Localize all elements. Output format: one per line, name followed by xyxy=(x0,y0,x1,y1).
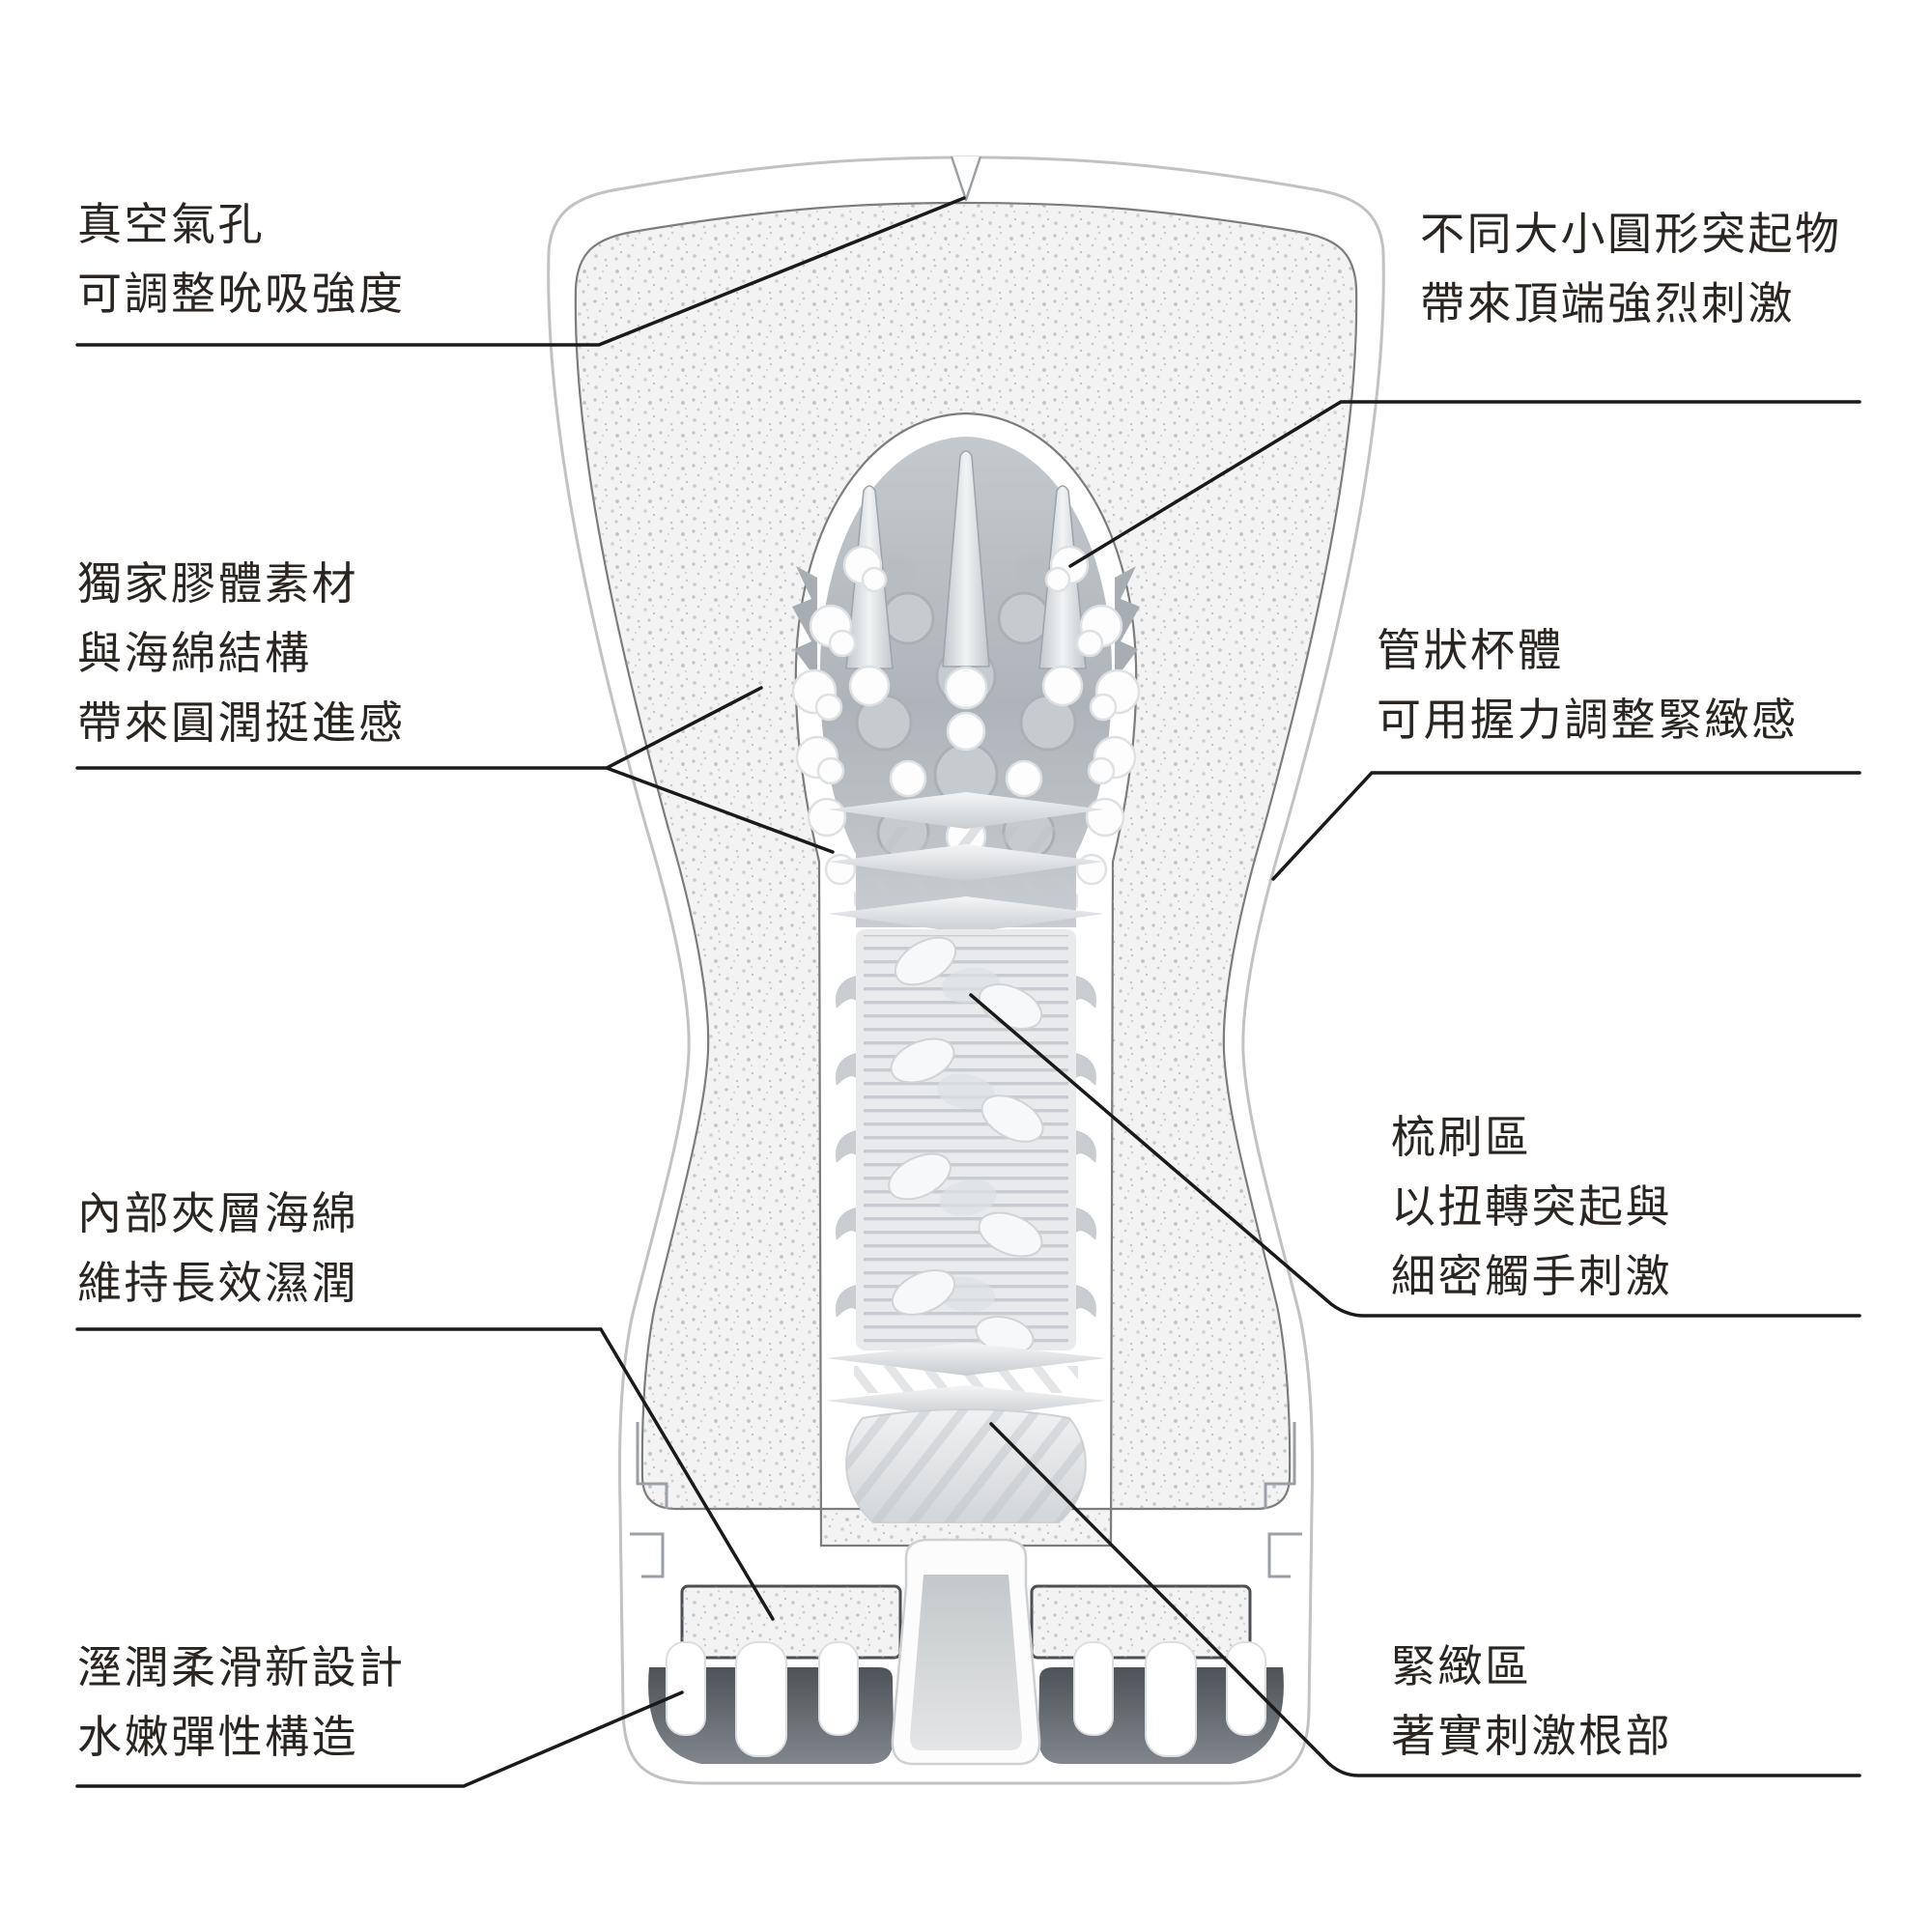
bottom-sponge-bar xyxy=(680,1584,1252,1660)
label-line: 梳刷區 xyxy=(1391,1112,1532,1162)
center-pedestal xyxy=(891,1538,1041,1766)
label-line: 管狀杯體 xyxy=(1377,625,1564,675)
label-line: 溼潤柔滑新設計 xyxy=(77,1642,406,1692)
label-moist-design: 溼潤柔滑新設計 水嫩彈性構造 xyxy=(77,1633,406,1772)
label-line: 緊緻區 xyxy=(1391,1641,1532,1691)
label-tight-zone: 緊緻區 著實刺激根部 xyxy=(1391,1632,1672,1771)
label-tube-body: 管狀杯體 可用握力調整緊緻感 xyxy=(1377,615,1799,754)
label-line: 帶來圓潤挺進感 xyxy=(77,697,406,748)
leader-moist-design xyxy=(75,1690,684,1788)
label-line: 獨家膠體素材 xyxy=(77,558,358,609)
label-line: 維持長效濕潤 xyxy=(77,1258,358,1308)
label-head-protrusions: 不同大小圓形突起物 帶來頂端強烈刺激 xyxy=(1420,199,1842,338)
label-line: 以扭轉突起與 xyxy=(1391,1181,1672,1232)
label-brush-zone: 梳刷區 以扭轉突起與 細密觸手刺激 xyxy=(1391,1102,1672,1311)
label-line: 細密觸手刺激 xyxy=(1391,1251,1672,1301)
leader-tight-zone xyxy=(989,1422,1861,1777)
leader-brush-zone xyxy=(969,993,1861,1318)
label-line: 與海綿結構 xyxy=(77,628,312,678)
label-line: 真空氣孔 xyxy=(77,199,265,249)
label-inner-sponge: 內部夾層海綿 維持長效濕潤 xyxy=(77,1179,358,1318)
label-vacuum-hole: 真空氣孔 可調整吮吸強度 xyxy=(77,189,406,328)
label-line: 著實刺激根部 xyxy=(1391,1711,1672,1761)
base-cap xyxy=(630,1422,1302,1766)
label-line: 可用握力調整緊緻感 xyxy=(1377,695,1799,745)
twist-discs xyxy=(826,1343,1106,1418)
label-gel-material: 獨家膠體素材 與海綿結構 帶來圓潤挺進感 xyxy=(77,549,406,757)
label-line: 帶來頂端強烈刺激 xyxy=(1420,278,1795,328)
leader-gel-material xyxy=(75,686,835,854)
leader-inner-sponge xyxy=(75,1327,775,1621)
label-line: 可調整吮吸強度 xyxy=(77,269,406,319)
sponge-layer xyxy=(574,201,1358,1548)
side-thistles xyxy=(792,566,1140,680)
wall-steps xyxy=(630,1422,1302,1578)
twist-nubs xyxy=(888,936,1044,1354)
fin-discs xyxy=(828,792,1104,933)
brush-zone-core xyxy=(835,929,1097,1354)
label-line: 不同大小圓形突起物 xyxy=(1420,209,1842,259)
label-line: 水嫩彈性構造 xyxy=(77,1712,358,1762)
callout-lines xyxy=(75,196,1861,1788)
vacuum-hole-notch xyxy=(950,156,982,202)
air-cushion-chambers xyxy=(648,1641,1284,1764)
leader-vacuum-hole xyxy=(75,196,966,347)
label-line: 內部夾層海綿 xyxy=(77,1188,358,1238)
inner-sleeve xyxy=(791,437,1141,1523)
round-protrusions xyxy=(791,545,1141,886)
leader-head-protrusions xyxy=(1068,400,1861,568)
leader-tube-body xyxy=(1271,771,1861,881)
tight-zone-barrel xyxy=(845,1408,1087,1523)
